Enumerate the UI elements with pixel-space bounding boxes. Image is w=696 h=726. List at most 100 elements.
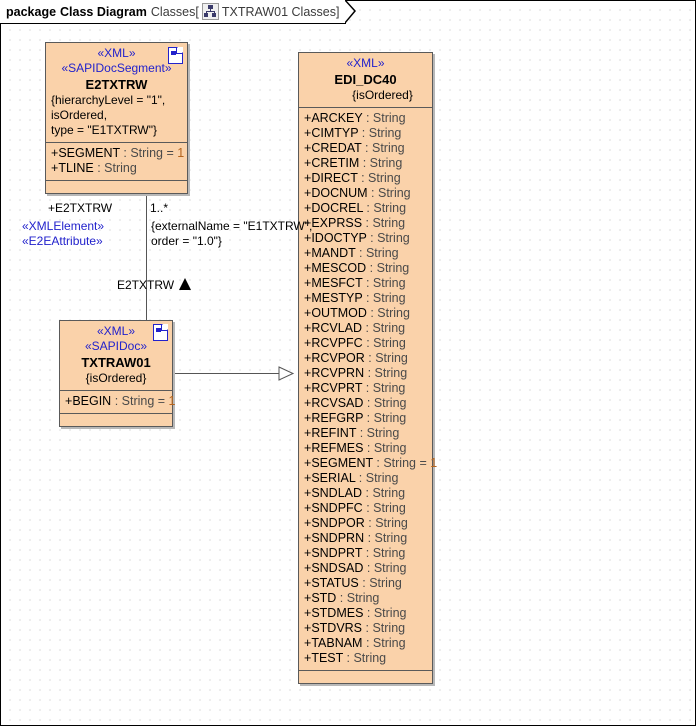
attribute-type: String	[372, 621, 406, 635]
association-stereotype-xmlelement[interactable]: «XMLElement»	[22, 219, 105, 233]
attribute-row[interactable]: +DOCNUM : String	[304, 186, 411, 200]
attribute-visibility: +	[304, 441, 312, 455]
attribute-type: String	[376, 261, 410, 275]
attribute-type: String	[373, 201, 407, 215]
class-e2txtrw-header: «XML» «SAPIDocSegment» E2TXTRW {hierarch…	[46, 43, 187, 142]
hierarchy-icon	[201, 3, 219, 20]
attribute-type: String	[372, 486, 406, 500]
attribute-row[interactable]: +RCVLAD : String	[304, 321, 406, 335]
stereotype-xml: «XML»	[346, 56, 385, 70]
attribute-row[interactable]: +CREDAT : String	[304, 141, 405, 155]
attribute-row[interactable]: +REFINT : String	[304, 426, 400, 440]
connector-e2txtrw-txtraw01-line[interactable]	[146, 190, 147, 321]
attribute-row[interactable]: +OUTMOD : String	[304, 306, 410, 320]
attribute-row[interactable]: +RCVPOR : String	[304, 351, 408, 365]
association-multiplicity[interactable]: 1..*	[150, 201, 169, 215]
attribute-visibility: +	[304, 576, 312, 590]
connector-txtraw01-edidc40-line[interactable]	[174, 373, 292, 374]
attribute-visibility: +	[65, 394, 73, 408]
attribute-row[interactable]: +STATUS : String	[304, 576, 402, 590]
attribute-row[interactable]: +REFMES : String	[304, 441, 407, 455]
attribute-name: RCVPRT	[311, 381, 363, 395]
attribute-type: String	[377, 186, 411, 200]
attribute-row[interactable]: +MESTYP : String	[304, 291, 406, 305]
attribute-row[interactable]: +SNDPOR : String	[304, 516, 408, 530]
attribute-visibility: +	[304, 546, 312, 560]
attribute-visibility: +	[51, 146, 59, 160]
attribute-row[interactable]: +RCVPRN : String	[304, 366, 408, 380]
diagram-header-tab[interactable]: package Class Diagram Classes [ TXTRAW01…	[0, 0, 357, 24]
attribute-row[interactable]: +RCVPRT : String	[304, 381, 406, 395]
attribute-row[interactable]: +REFGRP : String	[304, 411, 407, 425]
attribute-type: String	[372, 381, 406, 395]
attribute-row[interactable]: +STDMES : String	[304, 606, 407, 620]
attribute-visibility: +	[304, 291, 312, 305]
association-constraint-line-2[interactable]: order = "1.0"}	[151, 234, 222, 248]
attribute-row[interactable]: +SNDPFC : String	[304, 501, 406, 515]
class-name: EDI_DC40	[334, 72, 397, 87]
attribute-row[interactable]: +SNDPRT : String	[304, 546, 406, 560]
attribute-visibility: +	[304, 426, 312, 440]
attribute-row[interactable]: +SNDLAD : String	[304, 486, 406, 500]
association-source-label[interactable]: E2TXTRW	[117, 278, 175, 292]
association-role-name[interactable]: +E2TXTRW	[48, 201, 113, 215]
attribute-type: String	[377, 306, 410, 320]
association-stereotype-e2eattribute[interactable]: «E2EAttribute»	[22, 234, 103, 248]
class-edi-dc40-attributes: +ARCKEY : String+CIMTYP : String+CREDAT …	[299, 107, 438, 670]
attribute-row[interactable]: +SEGMENT : String = 1	[51, 146, 185, 160]
attribute-type: String	[369, 156, 403, 170]
attribute-name: TLINE	[58, 161, 94, 175]
attribute-name: MESCOD	[311, 261, 367, 275]
class-e2txtrw[interactable]: «XML» «SAPIDocSegment» E2TXTRW {hierarch…	[45, 42, 188, 194]
attribute-row[interactable]: +RCVSAD : String	[304, 396, 407, 410]
attribute-visibility: +	[304, 216, 312, 230]
attribute-type: String	[373, 606, 407, 620]
attribute-row[interactable]: +MESFCT : String	[304, 276, 406, 290]
attribute-row[interactable]: +IDOCTYP : String	[304, 231, 410, 245]
attribute-type: String	[366, 426, 400, 440]
attribute-name: MESFCT	[311, 276, 363, 290]
attribute-type: String	[372, 291, 406, 305]
attribute-row[interactable]: +CIMTYP : String	[304, 126, 402, 140]
attribute-name: SNDLAD	[311, 486, 363, 500]
class-edi-dc40-header: «XML» EDI_DC40 {isOrdered}	[299, 53, 432, 107]
attribute-visibility: +	[304, 111, 312, 125]
attribute-name: RCVPRN	[311, 366, 365, 380]
attribute-type: String	[121, 394, 155, 408]
attribute-row[interactable]: +MESCOD : String	[304, 261, 410, 275]
attribute-visibility: +	[304, 621, 312, 635]
document-icon	[168, 47, 183, 64]
attribute-row[interactable]: +EXPRSS : String	[304, 216, 406, 230]
attribute-name: SNDPFC	[311, 501, 363, 515]
attribute-visibility: +	[304, 501, 312, 515]
attribute-row[interactable]: +DOCREL : String	[304, 201, 407, 215]
attribute-row[interactable]: +DIRECT : String	[304, 171, 401, 185]
attribute-row[interactable]: +TEST : String	[304, 651, 387, 665]
attribute-row[interactable]: +MANDT : String	[304, 246, 399, 260]
attribute-row[interactable]: +STD : String	[304, 591, 380, 605]
class-txtraw01[interactable]: «XML» «SAPIDoc» TXTRAW01 {isOrdered} +BE…	[59, 320, 176, 427]
attribute-row[interactable]: +STDVRS : String	[304, 621, 406, 635]
attribute-row[interactable]: +BEGIN : String = 1	[65, 394, 176, 408]
package-name-label: Classes	[150, 4, 196, 19]
attribute-row[interactable]: +ARCKEY : String	[304, 111, 406, 125]
attribute-visibility: +	[304, 246, 312, 260]
attribute-row[interactable]: +SERIAL : String	[304, 471, 399, 485]
attribute-row[interactable]: +TABNAM : String	[304, 636, 406, 650]
attribute-row[interactable]: +SNDPRN : String	[304, 531, 408, 545]
attribute-row[interactable]: +TLINE : String	[51, 161, 137, 175]
class-e2txtrw-operations	[46, 180, 187, 193]
attribute-name: MANDT	[311, 246, 356, 260]
attribute-row[interactable]: +RCVPFC : String	[304, 336, 406, 350]
attribute-row[interactable]: +SEGMENT : String = 1	[304, 456, 438, 470]
attribute-row[interactable]: +CRETIM : String	[304, 156, 403, 170]
attribute-name: DIRECT	[311, 171, 358, 185]
attribute-visibility: +	[304, 351, 312, 365]
attribute-type: String	[104, 161, 137, 175]
attribute-row[interactable]: +SNDSAD : String	[304, 561, 407, 575]
class-txtraw01-header: «XML» «SAPIDoc» TXTRAW01 {isOrdered}	[60, 321, 172, 390]
association-constraint-line-1[interactable]: {externalName = "E1TXTRW",	[151, 219, 313, 233]
attribute-type: String	[373, 561, 407, 575]
attribute-visibility: +	[304, 411, 312, 425]
class-edi-dc40[interactable]: «XML» EDI_DC40 {isOrdered} +ARCKEY : Str…	[298, 52, 438, 684]
